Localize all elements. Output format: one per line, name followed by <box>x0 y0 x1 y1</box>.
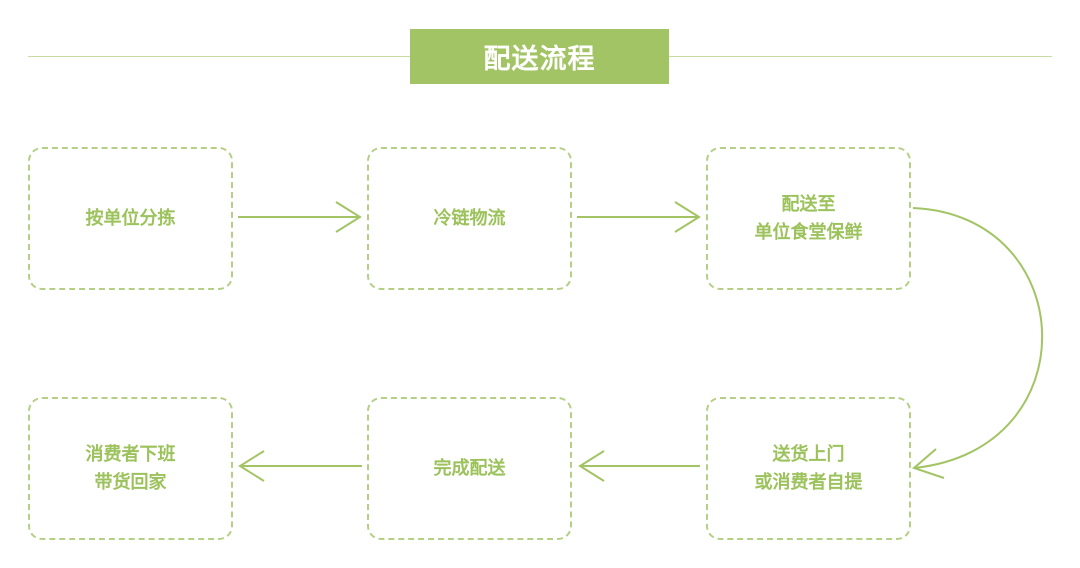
arrow-left-2 <box>238 450 362 482</box>
step-sort-by-unit: 按单位分拣 <box>28 147 233 290</box>
arrow-curve-down <box>912 207 1044 479</box>
step-deliver-to-canteen: 配送至单位食堂保鲜 <box>706 147 911 290</box>
step-delivery-complete: 完成配送 <box>367 397 572 540</box>
diagram-title: 配送流程 <box>410 29 669 84</box>
arrow-left-1 <box>578 450 700 482</box>
step-label: 冷链物流 <box>433 207 506 229</box>
step-label: 完成配送 <box>433 457 506 479</box>
step-label: 送货上门 <box>772 443 845 465</box>
arrow-right-1 <box>238 201 362 233</box>
step-label: 按单位分拣 <box>85 207 176 229</box>
step-label-2: 或消费者自提 <box>754 471 863 493</box>
step-cold-chain: 冷链物流 <box>367 147 572 290</box>
step-label: 消费者下班 <box>85 443 176 465</box>
arrow-right-2 <box>577 201 701 233</box>
title-rule-left <box>28 56 410 57</box>
step-label-2: 带货回家 <box>94 471 167 493</box>
step-label: 配送至 <box>781 193 836 215</box>
step-label-2: 单位食堂保鲜 <box>754 221 863 243</box>
step-home-delivery-or-pickup: 送货上门或消费者自提 <box>706 397 911 540</box>
title-rule-right <box>669 56 1052 57</box>
step-take-home: 消费者下班带货回家 <box>28 397 233 540</box>
